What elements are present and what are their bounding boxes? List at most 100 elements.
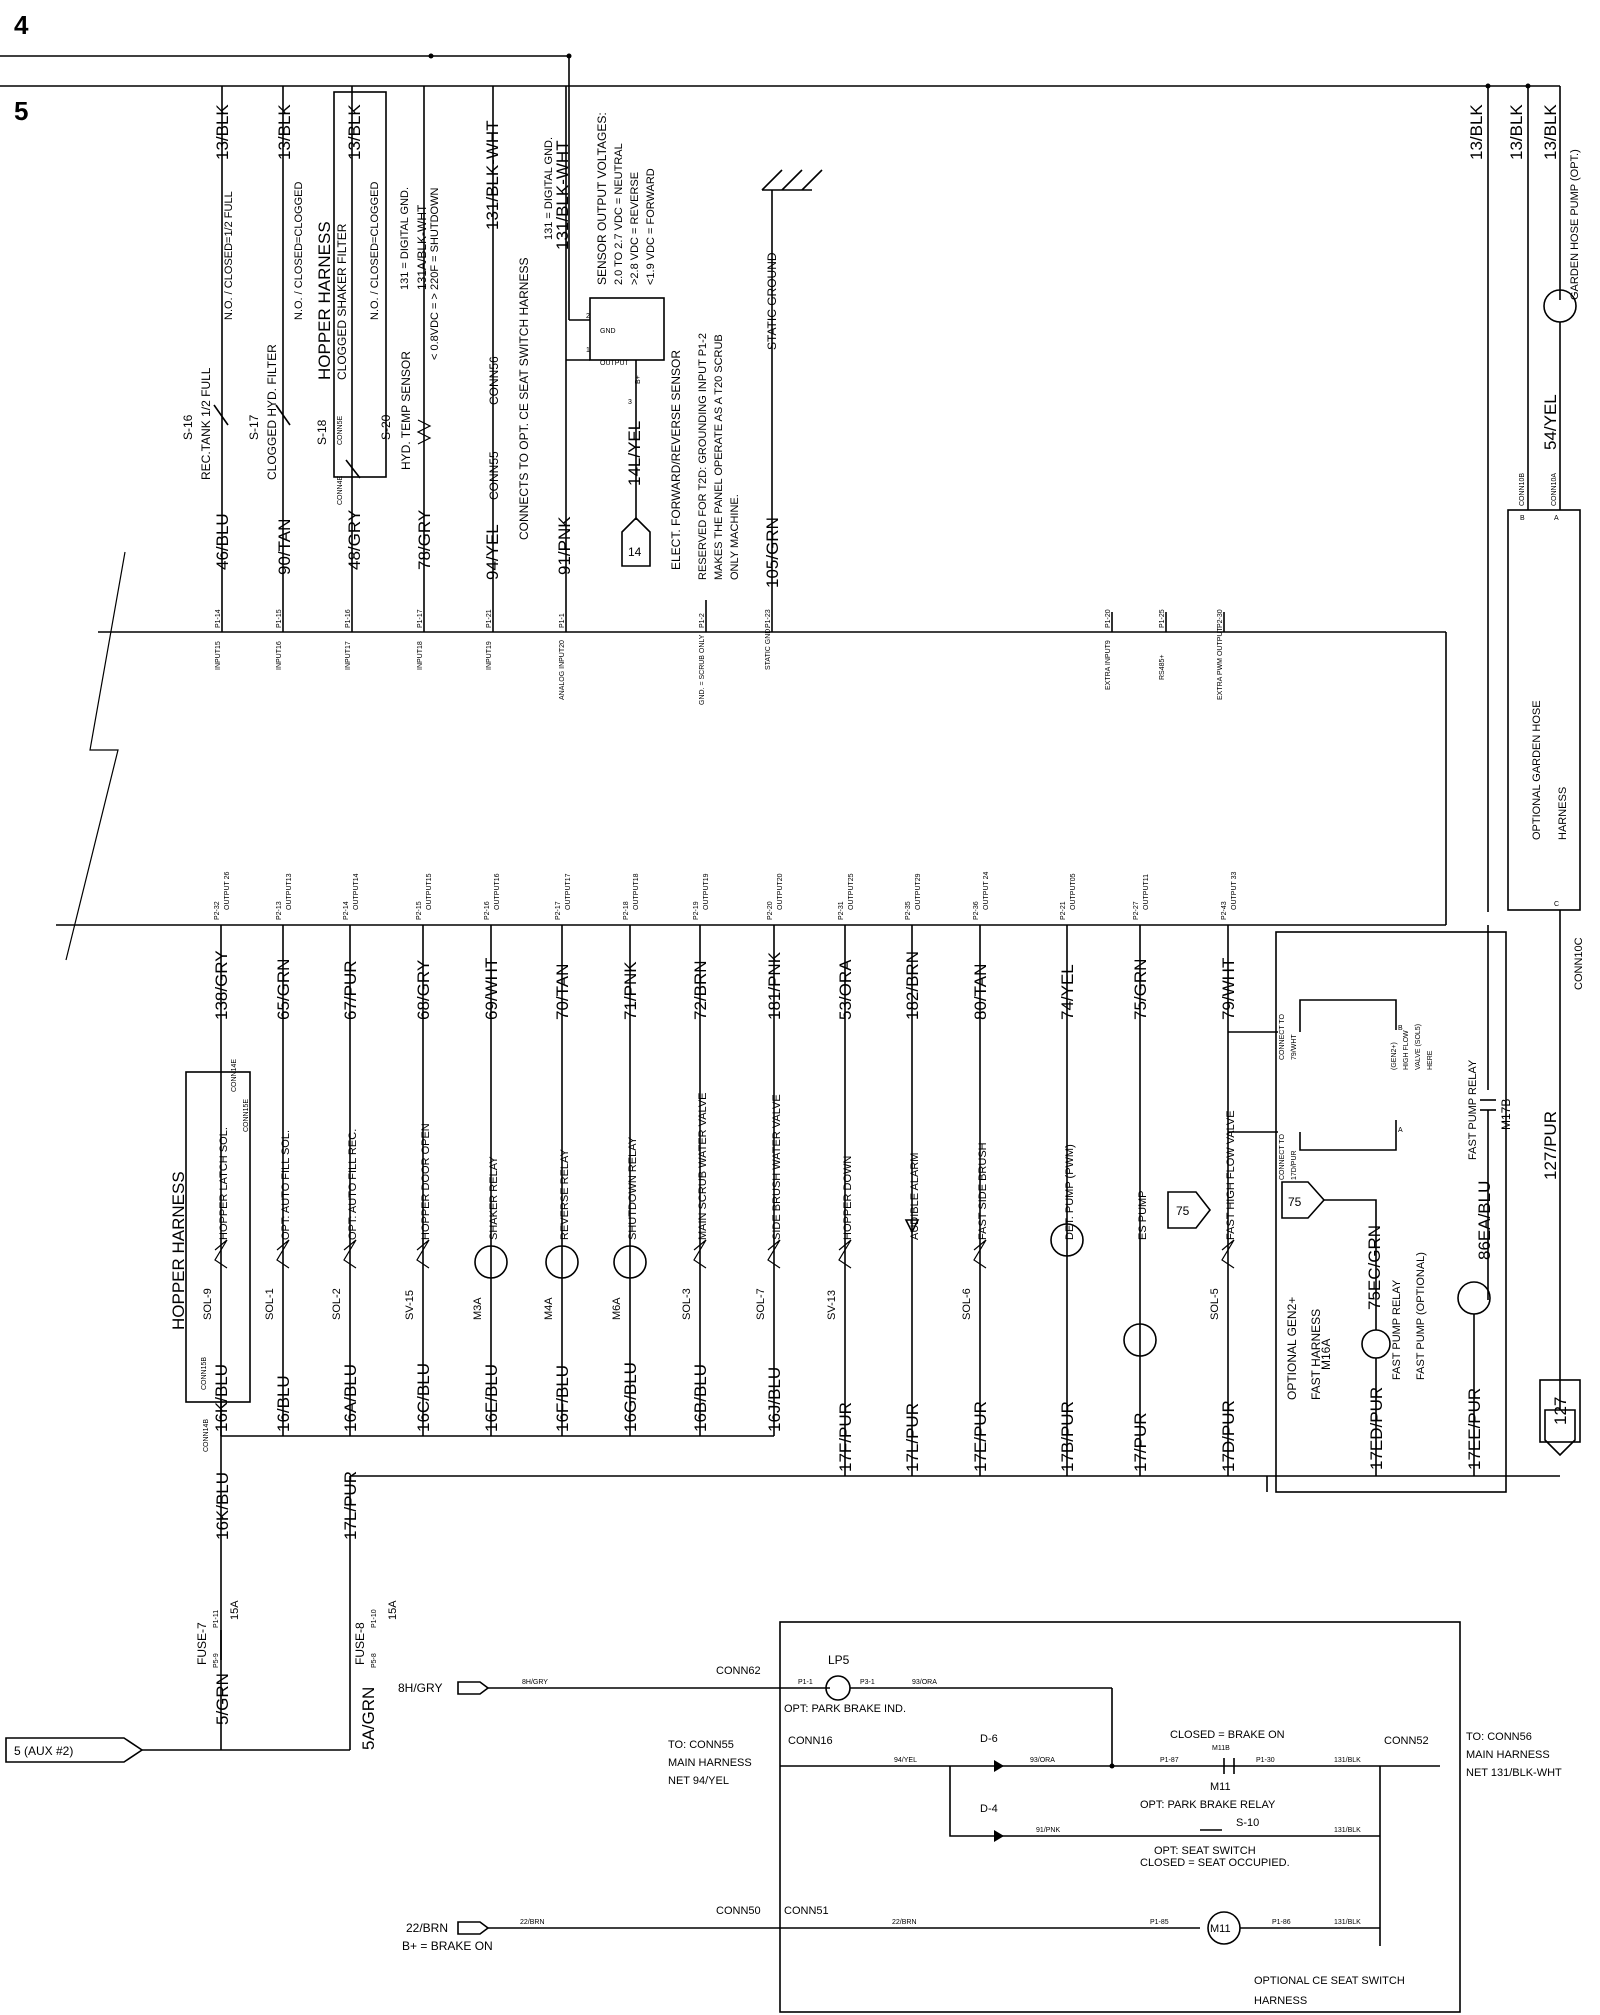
s18-desc: CLOGGED SHAKER FILTER xyxy=(335,223,349,380)
solenoid-icon-0 xyxy=(214,1239,228,1269)
seat-w22c: 22/BRN xyxy=(892,1919,917,1926)
s16-name: S-16 xyxy=(181,414,195,440)
s16-top-wire: 13/BLK xyxy=(213,104,232,160)
c91-note1: 131 = DIGITAL GND. xyxy=(543,137,555,240)
output-pin-3: P2-15 xyxy=(416,901,423,920)
relay-coil-icon-5 xyxy=(545,1245,579,1279)
seat-to56-2: MAIN HARNESS xyxy=(1466,1749,1550,1761)
output-pin-2: P2-14 xyxy=(343,901,350,920)
seat-park-ind: OPT: PARK BRAKE IND. xyxy=(784,1703,906,1715)
gen2-fast-harness-box xyxy=(1275,931,1507,1493)
extra-port-2: EXTRA PWM OUTPUT xyxy=(1217,627,1224,700)
garden-pump-label: GARDEN HOSE PUMP (OPT.) xyxy=(1569,149,1581,300)
fuse7-wire-bot: 5/GRN xyxy=(213,1673,232,1725)
output-device-7: SOL-3 xyxy=(681,1288,693,1320)
s17-top-wire: 13/BLK xyxy=(275,104,294,160)
output-bottom-label-3: 16C/BLU xyxy=(414,1363,433,1432)
fuse7-wire-top: 16K/BLU xyxy=(213,1472,232,1540)
output-device-14: SOL-5 xyxy=(1209,1288,1221,1320)
gen2-w86: 86EA/BLU xyxy=(1475,1181,1494,1260)
ground-desc: STATIC GROUND xyxy=(765,252,779,350)
extra-pin-2: P2-30 xyxy=(1217,609,1224,628)
conn14b: CONN14B xyxy=(203,1419,210,1452)
s20-pin: P1-17 xyxy=(417,609,424,628)
garden-pin-b: B xyxy=(1520,515,1525,522)
c91-wire: 91/PNK xyxy=(555,516,574,575)
seat-harness-1: OPTIONAL CE SEAT SWITCH xyxy=(1254,1975,1405,1987)
output-wire-label-3: 68/GRY xyxy=(414,960,433,1020)
m16a-relay-coil-icon xyxy=(1361,1329,1391,1359)
ref-box-14 xyxy=(621,516,651,567)
gen2-m17b: M17B xyxy=(1499,1099,1513,1130)
output-desc-13: ES PUMP xyxy=(1137,1190,1149,1240)
output-device-3: SV-15 xyxy=(404,1290,416,1320)
output-bottom-label-6: 16G/BLU xyxy=(621,1362,640,1432)
seat-w131b: 131/BLK xyxy=(1334,1827,1361,1834)
pump-motor-icon-12 xyxy=(1050,1223,1084,1257)
solenoid-icon-9 xyxy=(838,1239,852,1269)
output-wire-label-2: 67/PUR xyxy=(341,960,360,1020)
seat-p1-87: P1-87 xyxy=(1160,1757,1179,1764)
s17-port: INPUT16 xyxy=(276,641,283,670)
output-device-8: SOL-7 xyxy=(755,1288,767,1320)
output-device-11: SOL-6 xyxy=(961,1288,973,1320)
seat-w94: 94/YEL xyxy=(894,1757,917,1764)
input-columns: 13/BLK N.O. / CLOSED=1/2 FULL S-16 REC.T… xyxy=(181,86,1225,705)
s16-desc: REC.TANK 1/2 FULL xyxy=(199,367,213,480)
fuse7-name: FUSE-7 xyxy=(195,1622,209,1665)
output-port-14: OUTPUT 33 xyxy=(1231,872,1238,910)
s20-top-wire: 131A/BLK-WHT xyxy=(415,204,429,290)
output-device-5: M4A xyxy=(543,1297,555,1320)
output-bottom-label-10: 17L/PUR xyxy=(903,1403,922,1472)
output-pin-12: P2-21 xyxy=(1060,901,1067,920)
garden-harness-line-1: OPTIONAL GARDEN HOSE xyxy=(1531,700,1543,840)
seat-m11: M11 xyxy=(1210,1781,1231,1793)
output-desc-10: AUDIBLE ALARM xyxy=(909,1153,921,1240)
s20-desc: HYD. TEMP SENSOR xyxy=(399,351,413,470)
c94-desc: CONNECTS TO OPT. CE SEAT SWITCH HARNESS xyxy=(517,258,531,541)
output-port-9: OUTPUT25 xyxy=(848,873,855,910)
conn15b: CONN15B xyxy=(201,1357,208,1390)
gen2-harness-2: FAST HARNESS xyxy=(1309,1309,1323,1400)
rail-wire-label-1: 13/BLK xyxy=(1467,104,1486,160)
fuse8-name: FUSE-8 xyxy=(353,1622,367,1665)
seat-p1-85: P1-85 xyxy=(1150,1919,1169,1926)
fuse8-pin2: P5-8 xyxy=(371,1653,378,1668)
s16-pin: P1-14 xyxy=(215,609,222,628)
diode-d4-icon xyxy=(994,1830,1004,1842)
garden-harness-line-2: HARNESS xyxy=(1557,787,1569,840)
seat-w8h-mid: 8H/GRY xyxy=(522,1679,548,1686)
output-device-9: SV-13 xyxy=(826,1290,838,1320)
gen2-pin-b: B xyxy=(1398,1025,1403,1032)
garden-pin-c: C xyxy=(1554,901,1559,908)
hopper-harness-label: HOPPER HARNESS xyxy=(169,1171,188,1330)
fuse7-pin: P1-11 xyxy=(213,1610,220,1628)
c94-top-wire: 131/BLK-WHT xyxy=(483,120,502,230)
solenoid-icon-8 xyxy=(767,1239,781,1269)
t2d-port: GND. = SCRUB ONLY xyxy=(699,634,706,705)
output-port-10: OUTPUT29 xyxy=(915,873,922,910)
output-port-5: OUTPUT17 xyxy=(565,873,572,910)
output-bottom-label-14: 17D/PUR xyxy=(1219,1400,1238,1472)
output-bottom-label-5: 16F/BLU xyxy=(553,1365,572,1432)
seat-d6: D-6 xyxy=(980,1733,998,1745)
c91-pin: P1-1 xyxy=(559,613,566,628)
output-port-0: OUTPUT 26 xyxy=(224,872,231,910)
output-wire-label-8: 181/PNK xyxy=(765,951,784,1020)
sensor-label: ELECT. FORWARD/REVERSE SENSOR xyxy=(669,350,683,570)
ref-box-127 xyxy=(1539,1379,1581,1443)
temp-sensor-icon xyxy=(416,419,432,445)
extra-port-1: RS485+ xyxy=(1159,655,1166,681)
gen2-fp-opt: FAST PUMP (OPTIONAL) xyxy=(1415,1252,1427,1380)
seat-to55-2: MAIN HARNESS xyxy=(668,1757,752,1769)
ref-127: 127 xyxy=(1551,1397,1570,1425)
output-port-3: OUTPUT15 xyxy=(426,873,433,910)
s20-name: S-20 xyxy=(379,414,393,440)
fuse8-wire-top: 17L/PUR xyxy=(341,1471,360,1540)
sensor-output: OUTPUT xyxy=(600,360,630,367)
output-device-0: SOL-9 xyxy=(202,1288,214,1320)
sensor-pin3: 3 xyxy=(628,399,632,406)
output-device-4: M3A xyxy=(472,1297,484,1320)
sensor-v3: <1.9 VDC = FORWARD xyxy=(645,168,657,285)
